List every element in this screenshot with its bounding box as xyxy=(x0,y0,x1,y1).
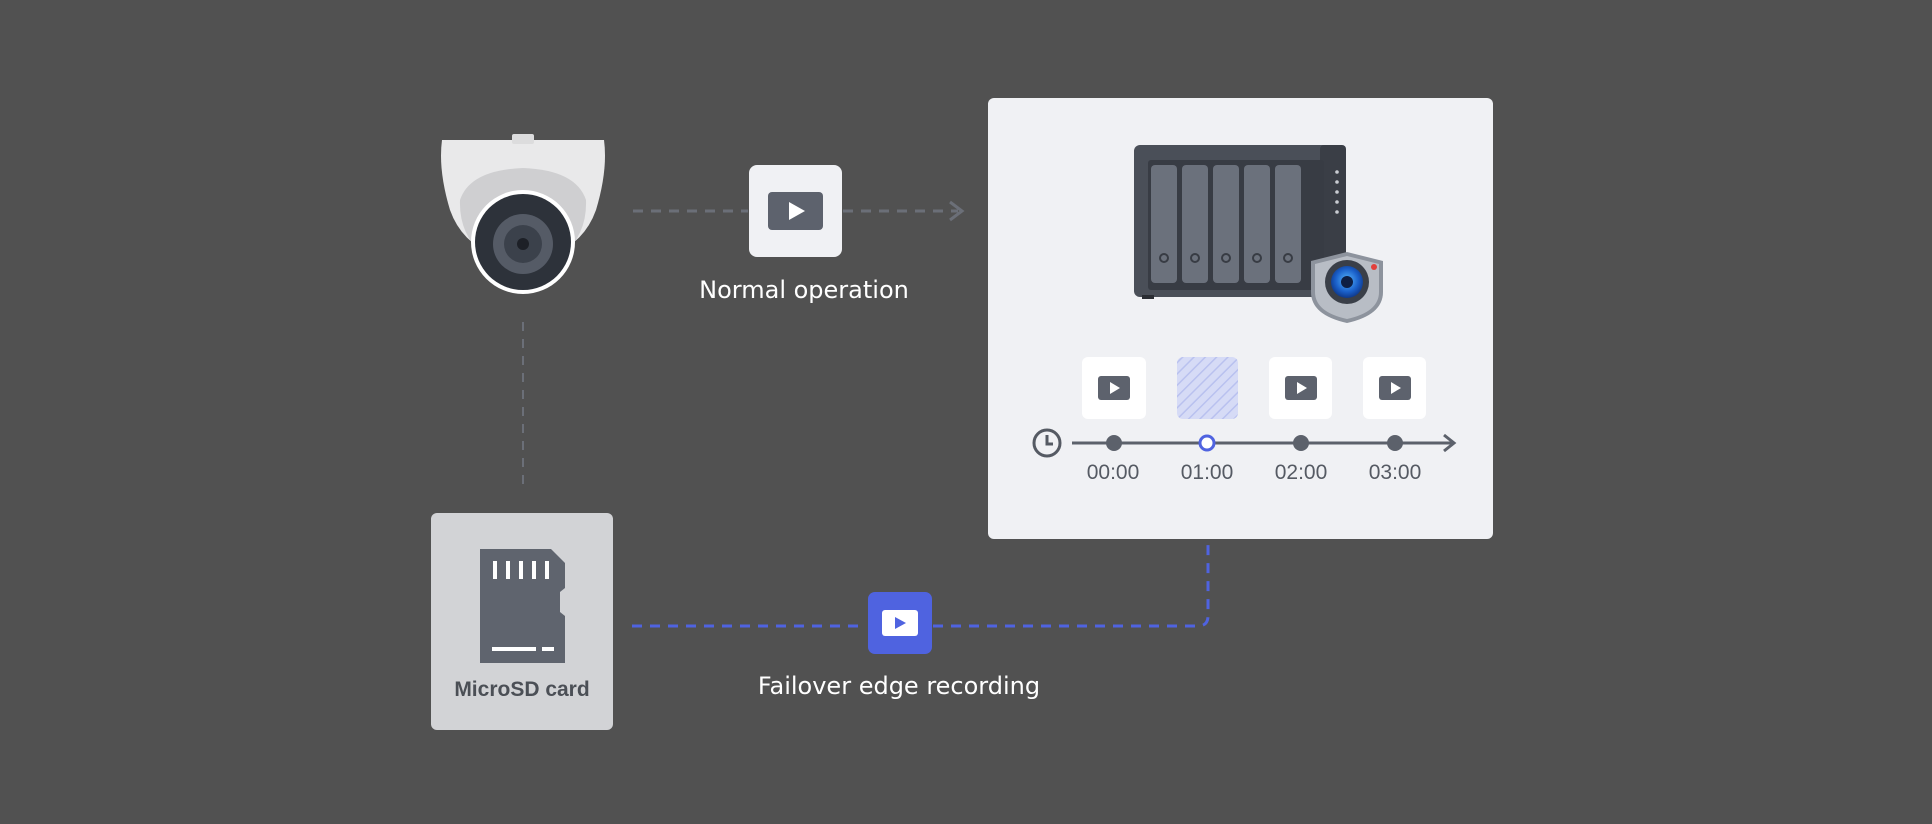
timeline-slot xyxy=(1363,357,1426,419)
failover-video-icon xyxy=(868,592,932,654)
timeline-arrow-head xyxy=(1443,433,1457,453)
timeline-time-label: 00:00 xyxy=(1086,461,1140,484)
microsd-card-icon xyxy=(480,549,565,663)
nas-server-icon xyxy=(1134,145,1346,299)
timeline-slot xyxy=(1269,357,1332,419)
timeline-slot-missing xyxy=(1177,357,1238,419)
timeline-point xyxy=(1106,435,1122,451)
timeline-point xyxy=(1387,435,1403,451)
dome-camera-icon xyxy=(441,134,605,294)
nas-panel xyxy=(988,98,1493,539)
surveillance-shield-icon xyxy=(1311,252,1383,323)
timeline-time-label: 02:00 xyxy=(1274,461,1328,484)
clock-icon xyxy=(1032,428,1062,458)
timeline-point-missing xyxy=(1198,434,1216,452)
timeline-time-label: 03:00 xyxy=(1368,461,1422,484)
failover-dashed-line-right xyxy=(933,518,1210,628)
normal-operation-label: Normal operation xyxy=(699,276,909,304)
timeline-time-label: 01:00 xyxy=(1180,461,1234,484)
normal-arrow-head xyxy=(949,200,965,222)
timeline-slot xyxy=(1082,357,1146,419)
microsd-card-label: MicroSD card xyxy=(454,678,590,701)
normal-video-icon xyxy=(749,165,842,257)
timeline-point xyxy=(1293,435,1309,451)
microsd-card-box xyxy=(431,513,613,730)
failover-edge-recording-label: Failover edge recording xyxy=(757,672,1041,700)
